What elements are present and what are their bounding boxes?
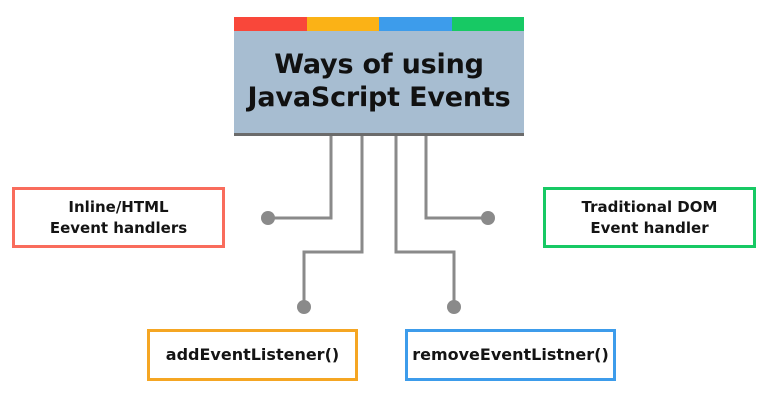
node-traditional-dom: Traditional DOM Event handler — [543, 187, 756, 248]
page-title: Ways of using JavaScript Events — [234, 31, 524, 133]
connector-to-inline-html — [270, 133, 333, 220]
stripe-red-segment — [234, 17, 307, 31]
connector-to-remove-event-listener — [394, 133, 456, 305]
connector-dot-add-event-listener — [297, 300, 311, 314]
node-inline-html: Inline/HTML Eevent handlers — [12, 187, 225, 248]
connector-dot-traditional-dom — [481, 211, 495, 225]
title-line-1: Ways of using — [274, 49, 484, 81]
stripe-blue-segment — [379, 17, 452, 31]
node-remove-event-listener: removeEventListner() — [405, 329, 616, 381]
node-traditional-dom-line-1: Traditional DOM — [581, 198, 718, 217]
connector-dot-inline-html — [261, 211, 275, 225]
connector-to-add-event-listener — [302, 133, 364, 305]
stripe-green-segment — [451, 17, 524, 31]
node-traditional-dom-line-2: Event handler — [590, 218, 709, 237]
title-line-2: JavaScript Events — [247, 82, 511, 113]
node-inline-html-line-1: Inline/HTML — [68, 198, 169, 217]
node-add-event-listener: addEventListener() — [147, 329, 358, 381]
title-color-stripe — [234, 17, 524, 31]
title-card: Ways of using JavaScript Events — [234, 17, 524, 133]
connector-to-traditional-dom — [424, 133, 486, 220]
stripe-amber-segment — [306, 17, 379, 31]
connector-dot-remove-event-listener — [447, 300, 461, 314]
node-add-event-listener-label: addEventListener() — [165, 345, 340, 365]
node-remove-event-listener-label: removeEventListner() — [412, 345, 609, 365]
node-inline-html-line-2: Eevent handlers — [49, 218, 188, 237]
